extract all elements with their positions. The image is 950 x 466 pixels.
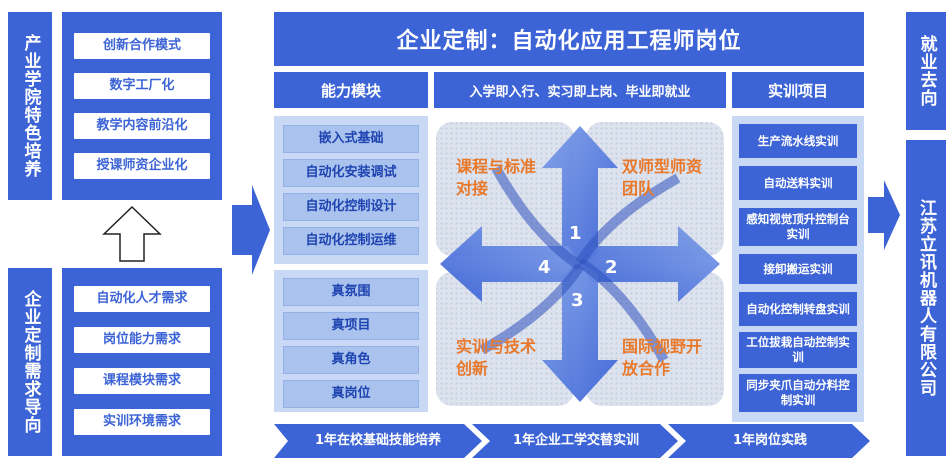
left-bottom-item-1: 自动化人才需求 bbox=[74, 286, 210, 312]
real-panel: 真氛围 真项目 真角色 真岗位 bbox=[274, 270, 428, 412]
quadrant-label-1: 课程与标准对接 bbox=[456, 157, 537, 198]
ability-item-1: 嵌入式基础 bbox=[283, 125, 419, 153]
pinwheel-number-4: 4 bbox=[538, 257, 551, 278]
header-middle: 入学即入行、实习即上岗、毕业即就业 bbox=[434, 72, 726, 108]
left-top-title: 产业学院特色培养 bbox=[8, 12, 52, 200]
real-item-3: 真角色 bbox=[283, 346, 419, 374]
ability-panel: 嵌入式基础 自动化安装调试 自动化控制设计 自动化控制运维 bbox=[274, 116, 428, 264]
right-arrow-icon-right bbox=[868, 180, 900, 250]
pinwheel-number-3: 3 bbox=[571, 290, 584, 311]
left-top-panel: 创新合作模式 数字工厂化 教学内容前沿化 授课师资企业化 bbox=[62, 12, 222, 200]
stage-chevron-1 bbox=[274, 424, 482, 458]
quadrant-label-2: 双师型师资团队 bbox=[622, 157, 703, 198]
left-bottom-title: 企业定制需求导向 bbox=[8, 268, 52, 456]
stage-label-3: 1年岗位实践 bbox=[732, 433, 808, 448]
right-arrow-icon-left bbox=[232, 185, 270, 275]
stage-label-1: 1年在校基础技能培养 bbox=[314, 433, 442, 448]
pinwheel-number-1: 1 bbox=[569, 223, 582, 244]
real-item-2: 真项目 bbox=[283, 312, 419, 340]
pinwheel-arm-top bbox=[542, 126, 618, 266]
real-item-4: 真岗位 bbox=[283, 380, 419, 408]
left-top-item-3: 教学内容前沿化 bbox=[74, 113, 210, 139]
project-item-7: 同步夹爪自动分料控制实训 bbox=[739, 374, 857, 412]
left-top-item-4: 授课师资企业化 bbox=[74, 153, 210, 179]
project-item-5: 自动化控制转盘实训 bbox=[739, 292, 857, 326]
ability-item-2: 自动化安装调试 bbox=[283, 159, 419, 187]
left-bottom-item-4: 实训环境需求 bbox=[74, 409, 210, 435]
main-title: 企业定制：自动化应用工程师岗位 bbox=[274, 12, 864, 66]
company-name: 江苏立讯机器人有限公司 bbox=[906, 140, 946, 456]
project-item-1: 生产流水线实训 bbox=[739, 124, 857, 158]
left-top-item-2: 数字工厂化 bbox=[74, 73, 210, 99]
header-projects: 实训项目 bbox=[732, 72, 864, 108]
left-top-item-1: 创新合作模式 bbox=[74, 33, 210, 59]
ability-item-3: 自动化控制设计 bbox=[283, 193, 419, 221]
project-item-2: 自动送料实训 bbox=[739, 166, 857, 200]
stage-label-2: 1年企业工学交替实训 bbox=[512, 433, 640, 448]
pinwheel-arm-bottom bbox=[542, 262, 618, 402]
header-ability: 能力模块 bbox=[274, 72, 428, 108]
up-arrow-icon bbox=[102, 205, 162, 262]
stage-chevrons bbox=[274, 424, 870, 458]
project-item-6: 工位拔栽自动控制实训 bbox=[739, 332, 857, 368]
stage-chevron-2 bbox=[472, 424, 678, 458]
left-bottom-item-3: 课程模块需求 bbox=[74, 368, 210, 394]
project-item-3: 感知视觉顶升控制台实训 bbox=[739, 208, 857, 246]
left-bottom-panel: 自动化人才需求 岗位能力需求 课程模块需求 实训环境需求 bbox=[62, 268, 222, 456]
ability-item-4: 自动化控制运维 bbox=[283, 227, 419, 255]
stage-chevron-3 bbox=[668, 424, 870, 458]
project-item-4: 接卸搬运实训 bbox=[739, 254, 857, 284]
center-pinwheel-diagram bbox=[436, 122, 724, 406]
quadrant-label-3: 实训与技术创新 bbox=[456, 337, 537, 378]
projects-panel: 生产流水线实训 自动送料实训 感知视觉顶升控制台实训 接卸搬运实训 自动化控制转… bbox=[732, 116, 864, 422]
pinwheel-number-2: 2 bbox=[605, 257, 618, 278]
left-bottom-item-2: 岗位能力需求 bbox=[74, 327, 210, 353]
real-item-1: 真氛围 bbox=[283, 278, 419, 306]
quadrant-label-4: 国际视野开放合作 bbox=[622, 337, 703, 378]
pinwheel-arm-left bbox=[440, 226, 580, 302]
right-top-title: 就业去向 bbox=[906, 12, 946, 130]
pinwheel-arm-right bbox=[580, 226, 720, 302]
